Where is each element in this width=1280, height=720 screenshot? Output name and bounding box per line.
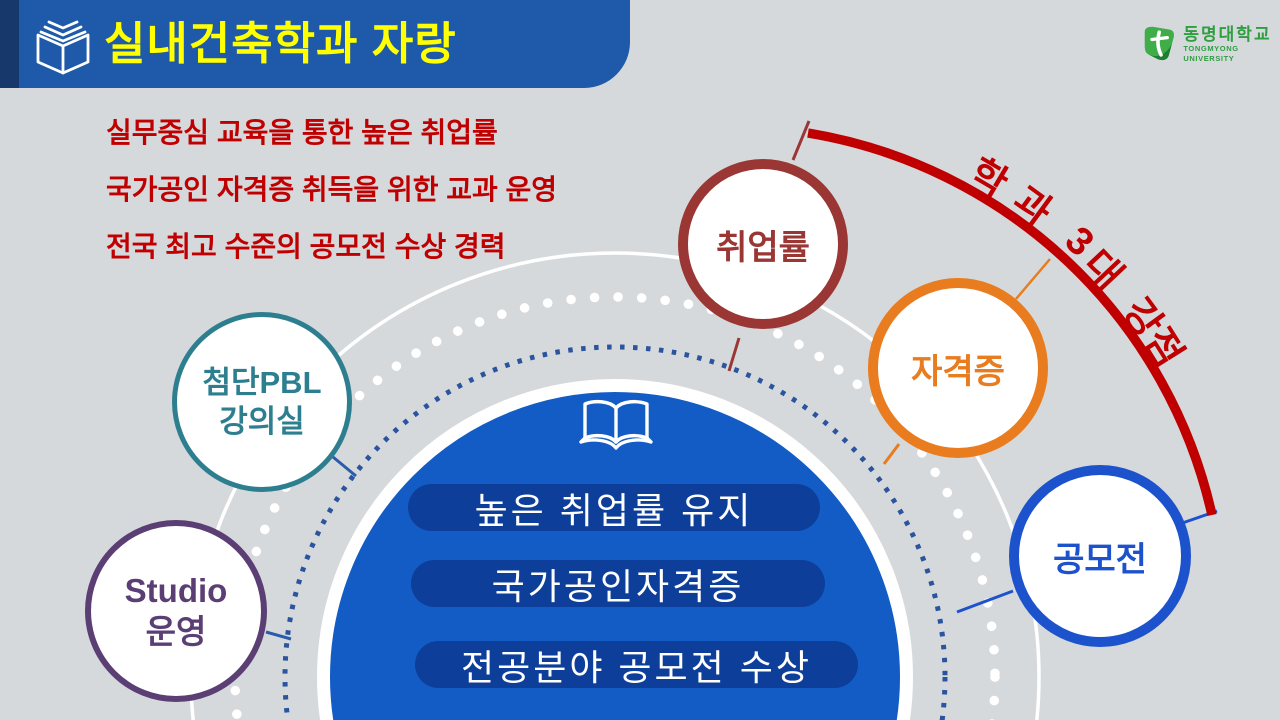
pill-employment: 높은 취업률 유지 — [408, 484, 820, 531]
pill-employment-label: 높은 취업률 유지 — [474, 489, 754, 531]
intro-text-block: 실무중심 교육을 통한 높은 취업률 국가공인 자격증 취득을 위한 교과 운영… — [106, 104, 557, 275]
open-book-icon — [579, 399, 653, 450]
circle-employment-label: 취업률 — [716, 228, 810, 267]
circle-certificate: 자격증 — [868, 278, 1048, 458]
header-book-icon — [36, 20, 90, 75]
intro-line-2: 국가공인 자격증 취득을 위한 교과 운영 — [106, 174, 558, 205]
pill-certificate: 국가공인자격증 — [411, 560, 825, 607]
intro-line-1: 실무중심 교육을 통한 높은 취업률 — [106, 117, 498, 148]
intro-line-3: 전국 최고 수준의 공모전 수상 경력 — [106, 231, 506, 262]
university-name-english: TONGMYONG UNIVERSITY — [1183, 43, 1239, 63]
circle-employment: 취업률 — [678, 159, 848, 329]
university-logo-mark — [1144, 26, 1174, 61]
connector-certificate-ring — [882, 443, 901, 465]
connector-pbl-ring — [332, 455, 357, 478]
circle-studio-line2: 운영 — [145, 613, 207, 650]
white-dotted-ring — [230, 292, 1000, 720]
blue-dotted-ring — [282, 344, 948, 720]
connector-employment-ring — [727, 337, 741, 372]
connector-employment-arc — [791, 120, 811, 161]
pill-contest: 전공분야 공모전 수상 — [415, 641, 858, 688]
circle-studio-line1: Studio — [124, 572, 228, 609]
connector-contest-ring — [956, 589, 1014, 614]
circle-pbl: 첨단PBL 강의실 — [172, 312, 352, 492]
circle-contest-label: 공모전 — [1053, 540, 1147, 579]
circle-pbl-line2: 강의실 — [219, 404, 305, 439]
university-logo: 동명대학교 TONGMYONG UNIVERSITY — [1142, 16, 1280, 72]
circle-contest: 공모전 — [1009, 465, 1191, 647]
header-bar — [19, 0, 630, 88]
connector-certificate-arc — [1015, 258, 1051, 300]
connector-studio-ring — [265, 630, 292, 641]
university-name-korean: 동명대학교 — [1183, 24, 1272, 44]
circle-pbl-line1: 첨단PBL — [202, 365, 322, 400]
circle-studio: Studio 운영 — [85, 520, 267, 702]
pill-contest-label: 전공분야 공모전 수상 — [460, 646, 813, 688]
pill-certificate-label: 국가공인자격증 — [491, 565, 745, 607]
page-title: 실내건축학과 자랑 — [104, 18, 457, 69]
left-edge-strip — [0, 0, 19, 88]
circle-certificate-label: 자격증 — [911, 352, 1005, 391]
